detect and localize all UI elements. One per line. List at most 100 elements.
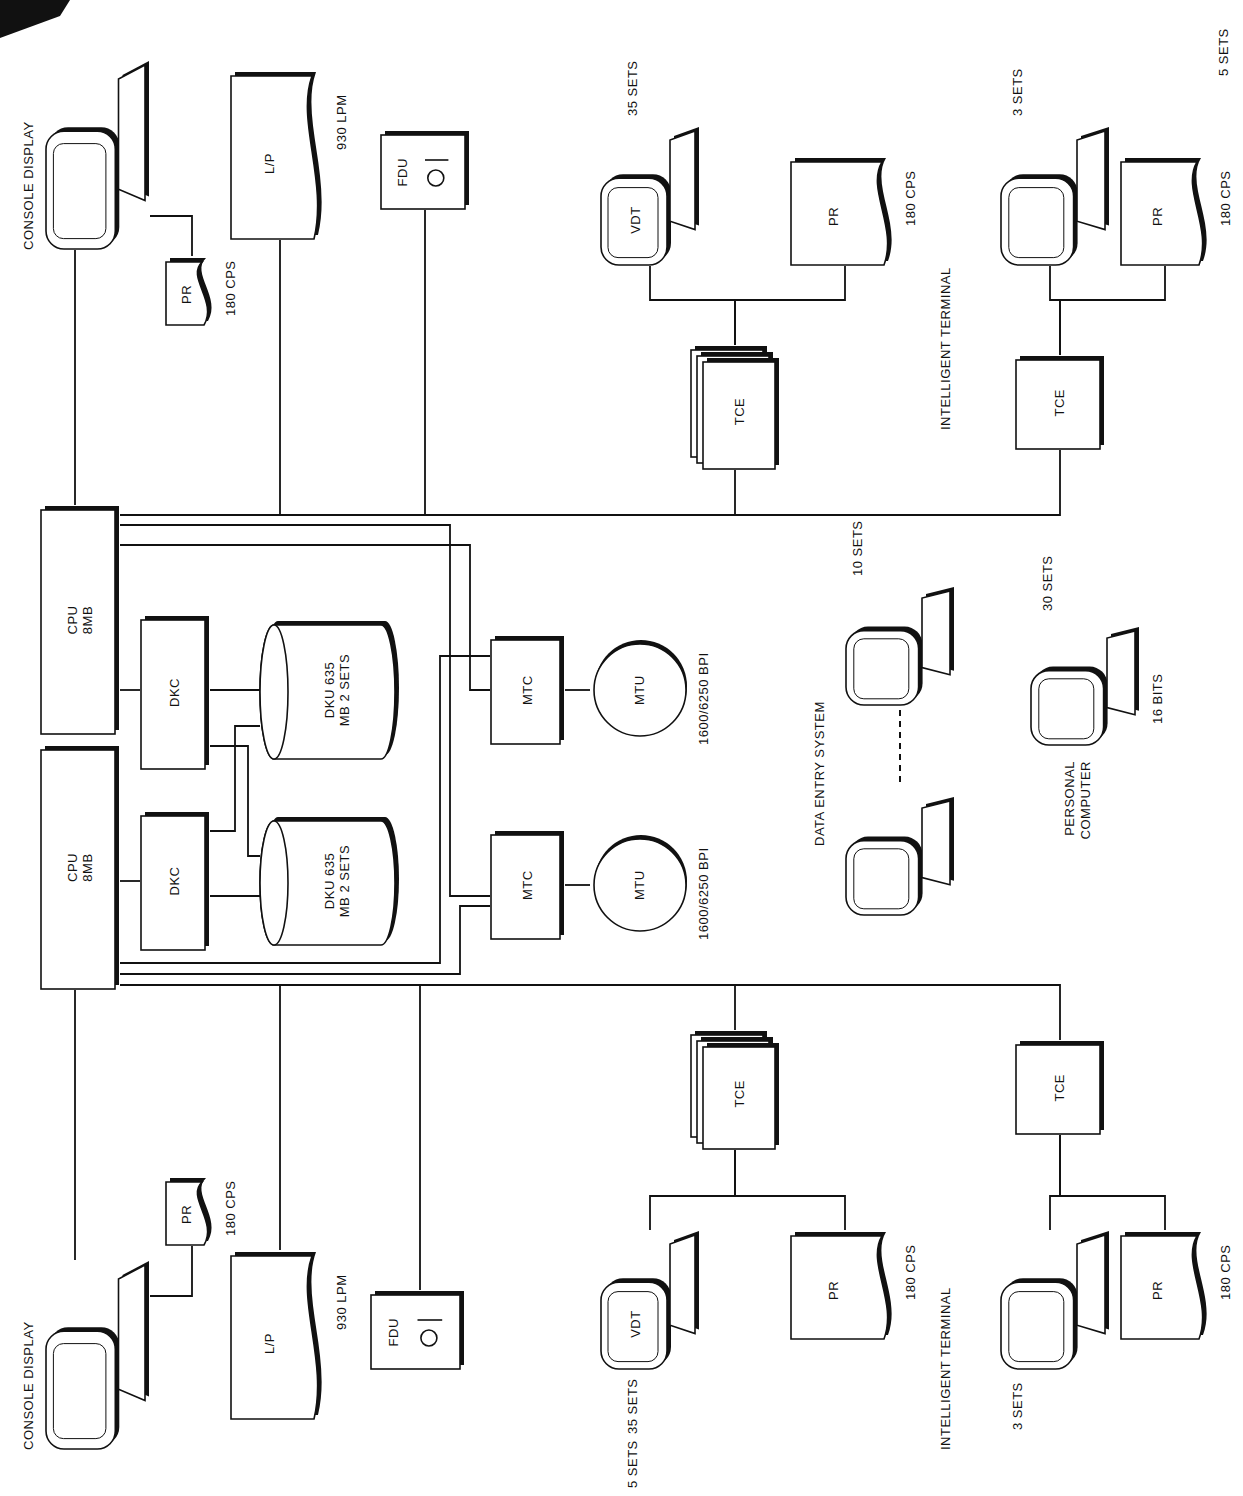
node-outline	[230, 70, 330, 240]
connector-line	[120, 985, 280, 1250]
tape-unit: MTU1600/6250 BPI	[590, 640, 690, 740]
outline	[1077, 1235, 1105, 1334]
outline	[846, 841, 919, 915]
printer: L/P930 LPM	[230, 1250, 330, 1420]
node-outline	[370, 1290, 465, 1370]
personal-computer	[1031, 627, 1139, 745]
printer: PR180 CPS	[1120, 1230, 1215, 1340]
node-outline	[1000, 1230, 1110, 1370]
note-label: 5 SETS	[625, 1440, 641, 1488]
node-label: FDU	[395, 158, 411, 186]
spec-label: 180 CPS	[1218, 1244, 1234, 1300]
outline	[41, 750, 115, 989]
spec-label: 1600/6250 BPI	[696, 847, 712, 940]
connector-line	[120, 210, 425, 515]
screen	[1039, 679, 1094, 739]
tape-unit: MTU1600/6250 BPI	[590, 835, 690, 935]
outline	[1107, 631, 1135, 715]
node-label: DKU 635 MB 2 SETS	[322, 841, 353, 921]
outline	[41, 510, 115, 734]
printer: PR180 CPS	[165, 1176, 220, 1246]
connector-line	[210, 689, 260, 691]
node-label: DKU 635 MB 2 SETS	[322, 650, 353, 730]
node-label: MTC	[520, 675, 536, 705]
unit-box: MTC	[490, 635, 565, 745]
printer: PR180 CPS	[165, 256, 220, 326]
node-label: VDT	[628, 206, 644, 234]
connector-line	[120, 450, 1060, 515]
node-label: PR	[179, 1205, 195, 1224]
node-label: VDT	[628, 1310, 644, 1338]
node-label: MTC	[520, 870, 536, 900]
note-label: 3 SETS	[1010, 68, 1026, 116]
node-outline	[1120, 1230, 1215, 1340]
unit-box: TCE	[1015, 1040, 1105, 1135]
node-label: L/P	[262, 153, 278, 174]
connector-line	[650, 266, 735, 345]
screen	[53, 1344, 106, 1439]
controller-stack: TCE	[690, 345, 780, 470]
connector-line	[120, 985, 420, 1290]
note-label: 3 SETS	[1010, 1382, 1026, 1430]
connector-line	[735, 266, 845, 345]
outline	[1077, 131, 1105, 230]
outline	[670, 1235, 695, 1334]
connector-line	[120, 985, 735, 1030]
outline	[1016, 1045, 1100, 1134]
data-entry-terminal	[846, 587, 954, 705]
node-label: TCE	[1052, 389, 1068, 417]
terminal-display: INTELLIGENT TERMINAL	[1000, 1230, 1110, 1370]
screen	[854, 639, 909, 699]
outline	[381, 135, 465, 209]
node-label: DKC	[167, 867, 183, 896]
outline	[491, 640, 560, 744]
node-label: FDU	[386, 1318, 402, 1346]
note-label: 35 SETS	[625, 1378, 641, 1434]
node-label: PR	[179, 285, 195, 304]
unit-box: CPU 8MB	[40, 745, 120, 990]
node-outline	[45, 1260, 150, 1450]
connector-line	[650, 1150, 735, 1230]
outline	[1121, 162, 1203, 265]
outline	[594, 839, 686, 931]
connector-line	[120, 470, 735, 515]
screen	[53, 144, 106, 239]
outline	[166, 1182, 208, 1245]
outline	[231, 1256, 318, 1419]
connector-line	[1050, 1135, 1060, 1230]
outline	[260, 821, 395, 945]
connector-line	[74, 250, 76, 505]
screen	[854, 849, 909, 909]
connector-line	[120, 880, 140, 882]
outline	[119, 65, 146, 201]
outline	[141, 620, 205, 769]
printer: L/P930 LPM	[230, 70, 330, 240]
outline	[371, 1295, 460, 1369]
node-label: MTU	[632, 870, 648, 900]
node-label: PR	[1150, 207, 1166, 226]
node-label: INTELLIGENT TERMINAL	[938, 1287, 954, 1450]
terminal-display: CONSOLE DISPLAY	[45, 60, 150, 250]
connector-line	[74, 990, 76, 1260]
connector-line	[150, 1246, 192, 1296]
node-outline	[230, 1250, 330, 1420]
dashed-link	[899, 708, 901, 782]
spec-label: 180 CPS	[223, 260, 239, 316]
outline	[601, 1282, 667, 1369]
unit-box: TCE	[1015, 355, 1105, 450]
node-label: CPU 8MB	[65, 843, 96, 893]
cylinder-top	[260, 625, 288, 759]
outline	[46, 1331, 115, 1449]
disk-symbol	[428, 170, 444, 186]
screen	[608, 188, 658, 258]
node-outline	[40, 745, 120, 990]
node-label: DKC	[167, 678, 183, 707]
terminal-display: CONSOLE DISPLAY	[45, 1260, 150, 1450]
node-outline	[380, 130, 470, 210]
node-outline	[1000, 126, 1110, 266]
terminal-display: VDT	[600, 126, 700, 266]
node-label: MTU	[632, 675, 648, 705]
outline	[703, 1047, 775, 1149]
